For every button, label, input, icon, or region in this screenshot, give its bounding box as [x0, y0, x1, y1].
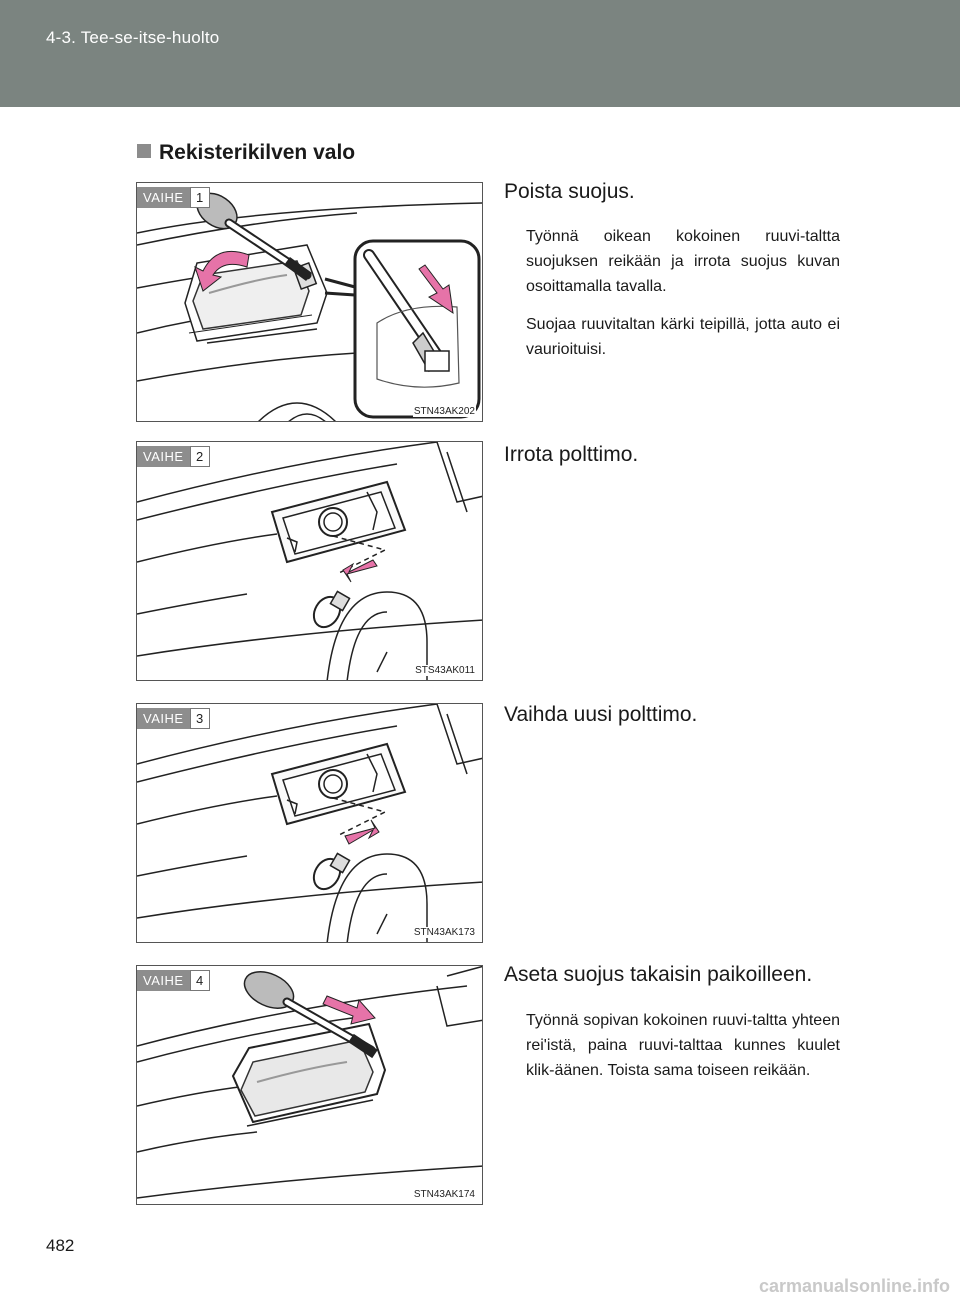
step-1-badge: VAIHE 1 [137, 187, 210, 208]
step-badge-number: 1 [189, 187, 210, 208]
step-3-illustration: VAIHE 3 STN43AK173 [136, 703, 483, 943]
step-badge-label: VAIHE [137, 708, 190, 729]
cover-installation-drawing [137, 966, 482, 1199]
section-title-text: Rekisterikilven valo [159, 141, 356, 164]
step-4-paragraph-1: Työnnä sopivan kokoinen ruuvi-taltta yht… [526, 1012, 840, 1079]
bulb-installation-drawing [137, 704, 482, 942]
bulb-removal-drawing [137, 442, 482, 680]
step-badge-label: VAIHE [137, 970, 190, 991]
figure-code: STN43AK202 [412, 406, 476, 417]
chapter-title: 4-3. Tee-se-itse-huolto [46, 28, 220, 47]
page-number: 482 [46, 1236, 75, 1255]
step-1-paragraph-2: Suojaa ruuvitaltan kärki teipillä, jotta… [526, 316, 840, 358]
step-4-illustration: VAIHE 4 STN43AK174 [136, 965, 483, 1205]
figure-code: STN43AK173 [412, 927, 476, 938]
step-badge-number: 4 [189, 970, 210, 991]
step-badge-label: VAIHE [137, 187, 190, 208]
step-2-badge: VAIHE 2 [137, 446, 210, 467]
page-header: 4-3. Tee-se-itse-huolto [0, 0, 960, 107]
step-badge-number: 3 [189, 708, 210, 729]
square-bullet-icon [137, 144, 151, 158]
step-1-title: Poista suojus. [504, 180, 635, 203]
license-light-cover-removal-drawing [137, 192, 482, 421]
step-1-paragraph-1: Työnnä oikean kokoinen ruuvi-taltta suoj… [526, 228, 840, 295]
step-2-illustration: VAIHE 2 STS43AK011 [136, 441, 483, 681]
step-badge-number: 2 [189, 446, 210, 467]
figure-code: STN43AK174 [412, 1189, 476, 1200]
step-4-badge: VAIHE 4 [137, 970, 210, 991]
step-badge-label: VAIHE [137, 446, 190, 467]
step-2-title: Irrota polttimo. [504, 443, 639, 466]
footer-watermark-url: carmanualsonline.info [758, 1276, 950, 1296]
step-3-title: Vaihda uusi polttimo. [504, 703, 698, 726]
step-1-illustration: VAIHE 1 [136, 182, 483, 422]
figure-code: STS43AK011 [414, 665, 476, 676]
step-4-title: Aseta suojus takaisin paikoilleen. [504, 963, 813, 986]
step-3-badge: VAIHE 3 [137, 708, 210, 729]
section-title: Rekisterikilven valo [137, 141, 355, 165]
